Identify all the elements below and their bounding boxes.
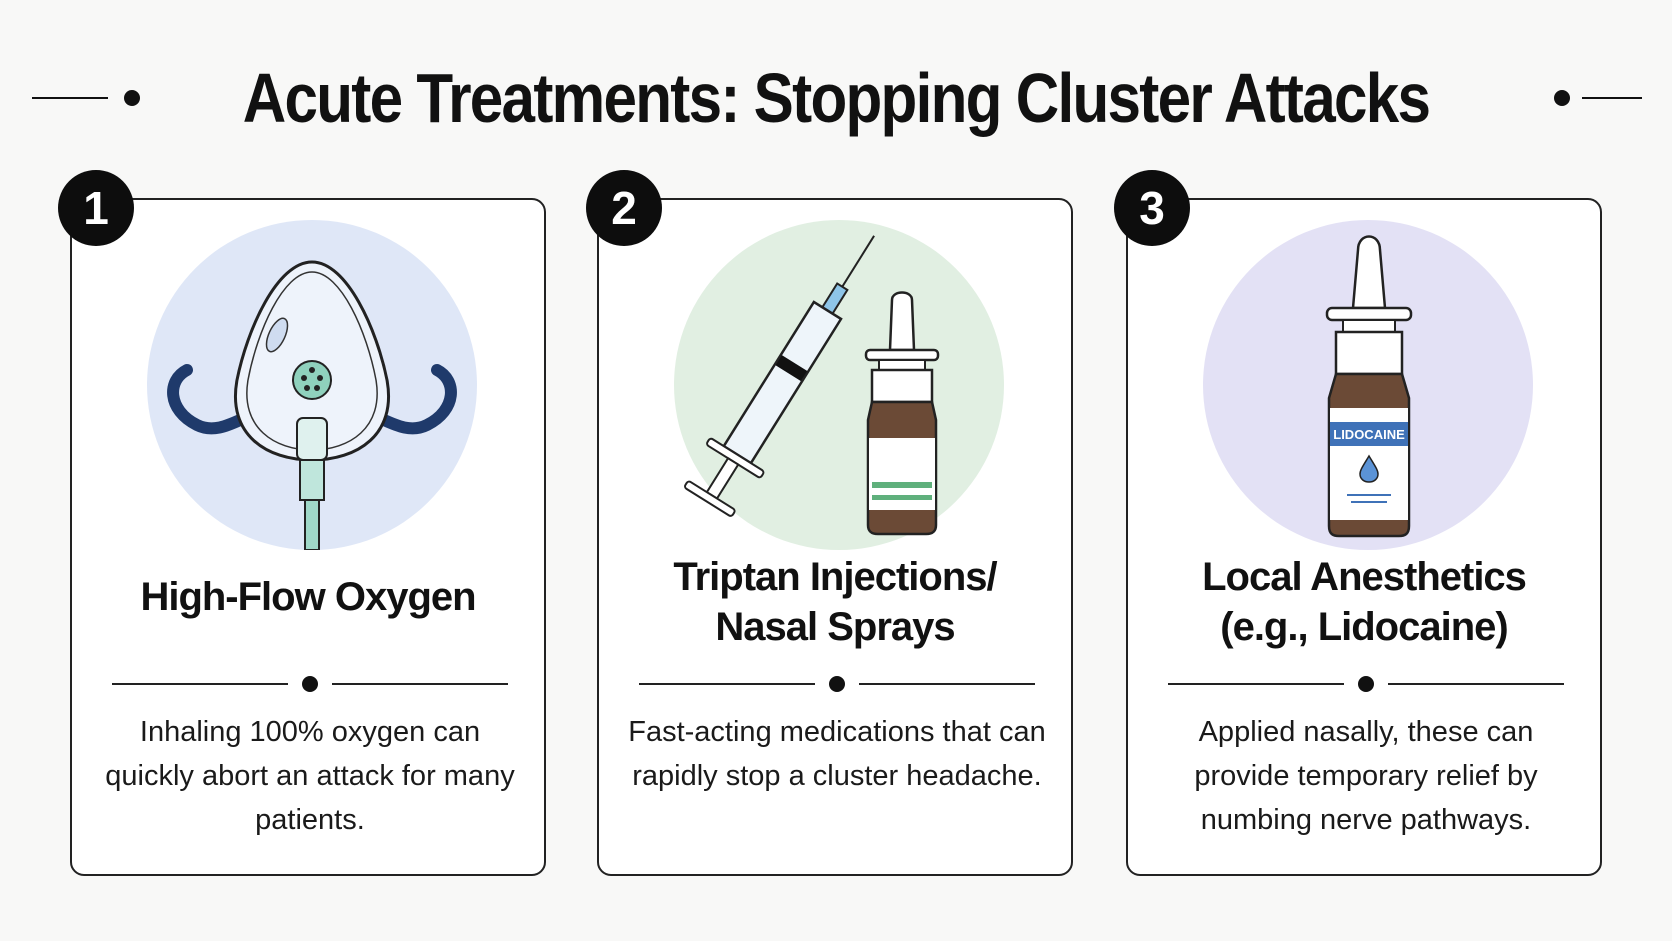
card-title: High-Flow Oxygen xyxy=(72,572,544,622)
title-row: Acute Treatments: Stopping Cluster Attac… xyxy=(0,52,1672,142)
card-divider xyxy=(112,676,508,692)
step-badge-1: 1 xyxy=(58,170,134,246)
step-badge-2: 2 xyxy=(586,170,662,246)
page-title: Acute Treatments: Stopping Cluster Attac… xyxy=(242,59,1431,137)
treatment-card-triptan: Triptan Injections/ Nasal Sprays Fast-ac… xyxy=(597,198,1073,876)
card-description: Fast-acting medications that can rapidly… xyxy=(628,716,1046,792)
step-badge-3: 3 xyxy=(1114,170,1190,246)
oxygen-mask-icon xyxy=(147,220,477,550)
lidocaine-bottle-icon: LIDOCAINE xyxy=(1203,220,1533,550)
syringe-and-nasal-spray-icon xyxy=(674,220,1004,550)
card-title-line: Nasal Sprays xyxy=(715,605,955,649)
card-title-line: (e.g., Lidocaine) xyxy=(1220,605,1508,649)
card-title-line: High-Flow Oxygen xyxy=(140,575,476,619)
card-title-line: Triptan Injections/ xyxy=(673,555,997,599)
bottle-label: LIDOCAINE xyxy=(1333,427,1405,442)
title-right-rule xyxy=(1582,97,1642,99)
card-title-line: Local Anesthetics xyxy=(1202,555,1527,599)
treatment-card-anesthetic: LIDOCAINE Local Anesthetics (e.g., Lidoc… xyxy=(1126,198,1602,876)
card-description: Applied nasally, these can provide tempo… xyxy=(1194,716,1538,836)
title-left-dot xyxy=(124,90,140,106)
card-title: Local Anesthetics (e.g., Lidocaine) xyxy=(1128,552,1600,652)
title-right-dot xyxy=(1554,90,1570,106)
card-divider xyxy=(1168,676,1564,692)
title-left-rule xyxy=(32,97,108,99)
card-description: Inhaling 100% oxygen can quickly abort a… xyxy=(105,716,515,836)
card-divider xyxy=(639,676,1035,692)
treatment-card-oxygen: High-Flow Oxygen Inhaling 100% oxygen ca… xyxy=(70,198,546,876)
card-title: Triptan Injections/ Nasal Sprays xyxy=(599,552,1071,652)
